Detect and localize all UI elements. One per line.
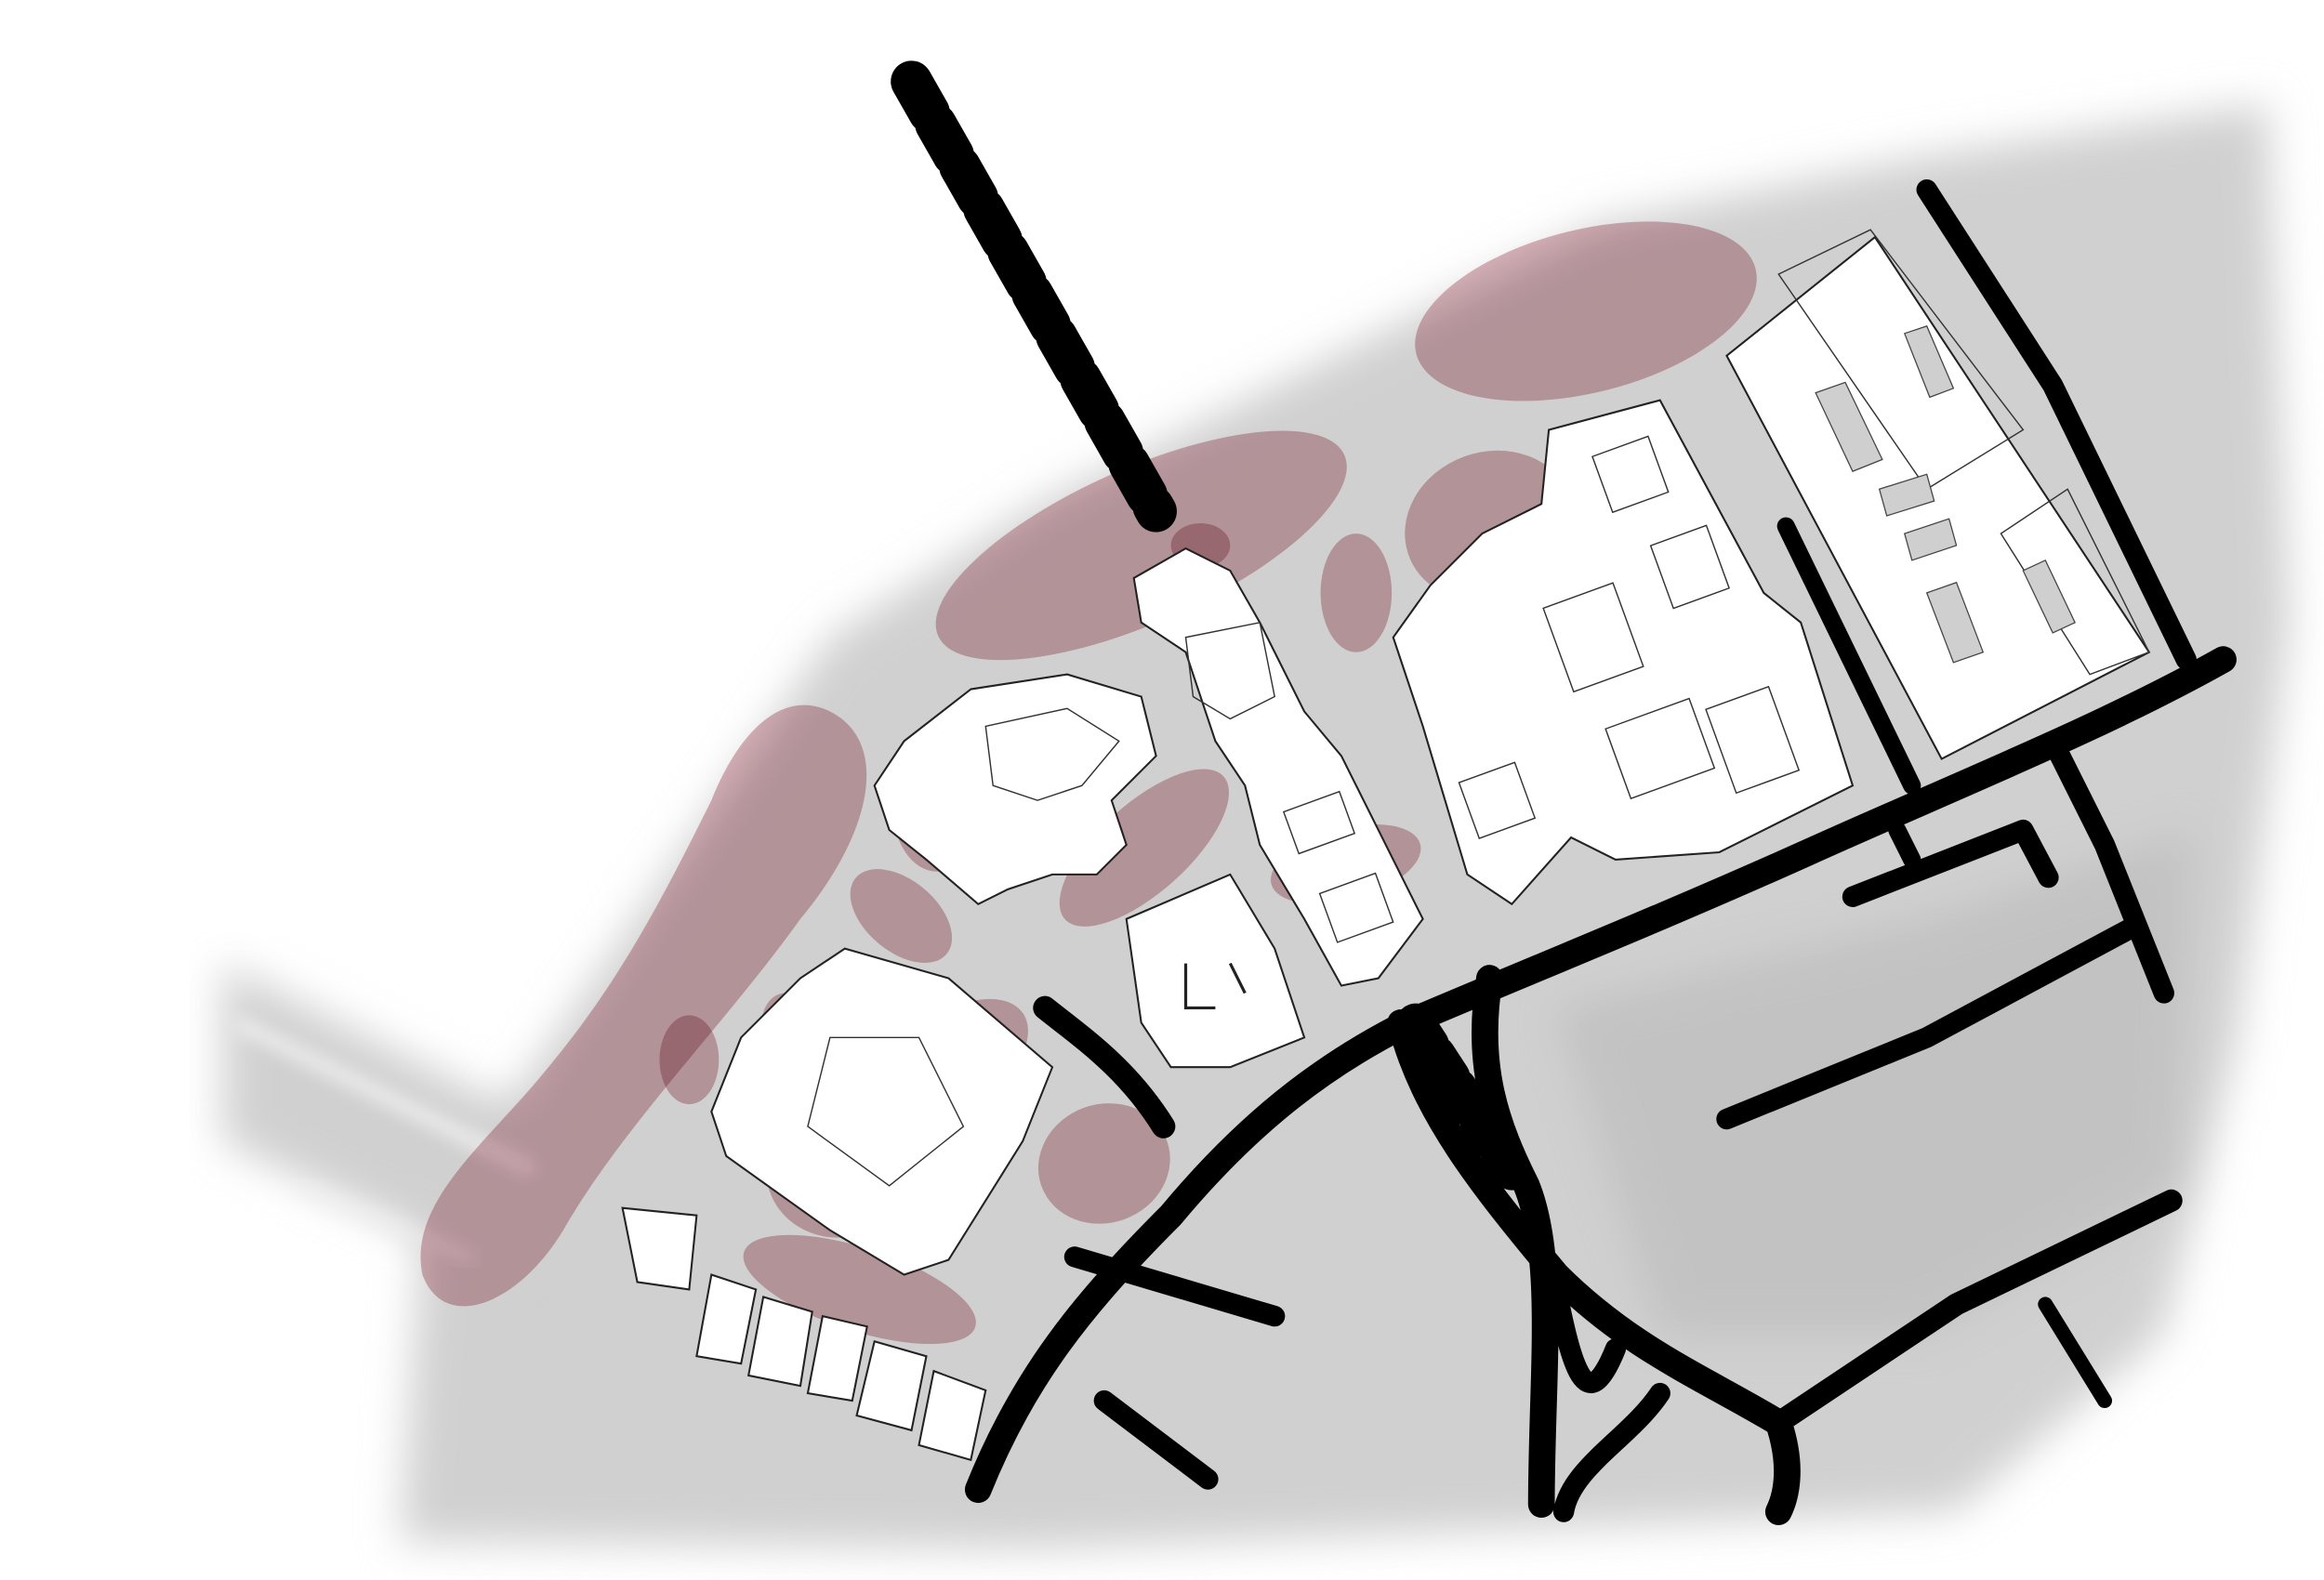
building-south-block-walls [1183, 962, 1247, 1010]
road-branch-south [1472, 965, 1559, 1519]
row-house [918, 1369, 987, 1462]
building-courtyard-block [710, 947, 1054, 1276]
road-service-stub [1888, 821, 1921, 869]
activity-zone [659, 1015, 720, 1105]
road-interchange [1545, 1279, 1670, 1522]
activity-zone [420, 704, 867, 1307]
row-house [746, 1296, 813, 1388]
activity-zone [1037, 1103, 1170, 1224]
building-central-room [1282, 790, 1356, 855]
building-courtyard [807, 1036, 965, 1187]
road-west-spur [1033, 995, 1176, 1139]
road-southeast-diagonal [1767, 1189, 2183, 1434]
skylight [1904, 518, 1958, 561]
activity-zone [743, 1234, 976, 1345]
road-east-diagonal [1916, 178, 2197, 670]
road-lower-east [1716, 915, 2146, 1130]
road-east-vertical [2050, 745, 2174, 1004]
road-branch-southeast [1387, 1009, 1801, 1525]
activity-zone [1059, 769, 1229, 927]
building-central-hall [1184, 621, 1275, 720]
roads [891, 60, 2237, 1525]
building-south-block [1125, 873, 1306, 1069]
elevated-walkway [891, 60, 1177, 533]
skylight [1903, 325, 1955, 399]
road-service-loop [1842, 819, 2059, 907]
building-auditorium [873, 673, 1157, 906]
road-west-spur-lower [1063, 1246, 1286, 1327]
skylight-group [1815, 325, 2076, 664]
row-house [855, 1339, 928, 1432]
ground-shade [1556, 830, 2194, 1335]
building-complex-east [1392, 399, 1855, 906]
row-house [806, 1314, 868, 1402]
activity-zone [1320, 533, 1393, 652]
road-east-short [1776, 517, 1921, 795]
building-warehouse-outline [1777, 229, 2025, 491]
road-bridge-segments [1395, 1003, 1532, 1191]
main-road [964, 646, 2237, 1504]
road-west-spur-bottom [1093, 1389, 1219, 1490]
activity-zone [935, 430, 1347, 661]
building-auditorium-hall [984, 707, 1120, 801]
row-houses [621, 1206, 987, 1462]
skylight [2022, 559, 2076, 634]
row-house [621, 1206, 698, 1291]
skylight [1925, 581, 1985, 664]
skylight [1815, 381, 1883, 472]
row-house [695, 1273, 758, 1365]
activity-zone [1415, 221, 1757, 402]
building-central [1132, 546, 1424, 987]
road-spur [2038, 1297, 2113, 1409]
activity-zone [850, 869, 953, 963]
building-central-room [1318, 872, 1394, 943]
building-footprints [621, 229, 2151, 1462]
building-complex-east-rooms [1458, 435, 1801, 839]
skylight [1878, 473, 1935, 517]
